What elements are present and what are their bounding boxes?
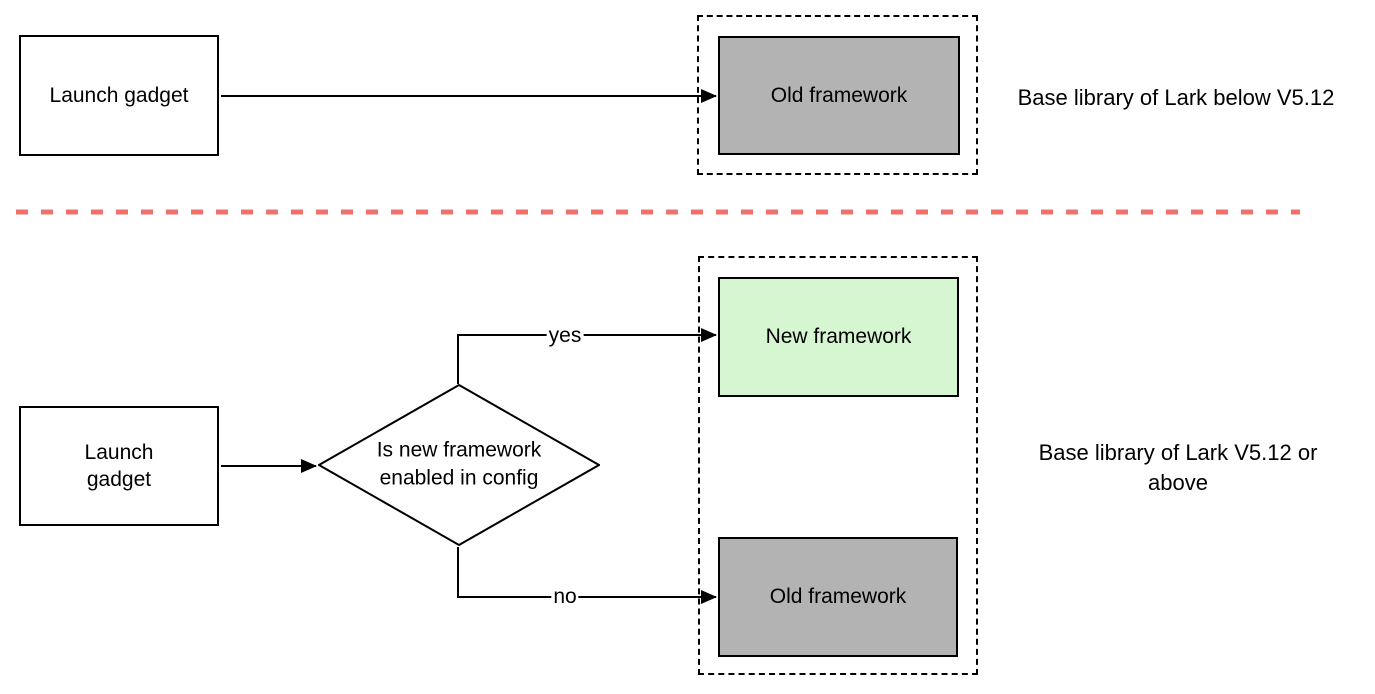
caption-bottom: Base library of Lark V5.12 or above <box>1038 440 1318 495</box>
old-framework-node-top: Old framework <box>718 36 960 155</box>
launch-gadget-node-bottom: Launch gadget <box>19 406 219 526</box>
diamond-shape <box>318 384 600 546</box>
launch-gadget-node-top: Launch gadget <box>19 35 219 156</box>
yes-edge-label: yes <box>546 324 584 348</box>
new-framework-node: New framework <box>718 277 959 397</box>
new-framework-label: New framework <box>765 325 912 349</box>
no-edge-label: no <box>551 585 579 609</box>
decision-diamond: Is new framework enabled in config <box>318 384 600 546</box>
old-framework-node-bottom: Old framework <box>718 537 958 657</box>
caption-top: Base library of Lark below V5.12 <box>1017 85 1335 110</box>
framework-container-bottom <box>698 256 978 675</box>
old-framework-label-bottom: Old framework <box>769 585 907 609</box>
launch-gadget-label-top: Launch gadget <box>49 83 189 107</box>
launch-gadget-label-bottom: Launch gadget <box>84 440 154 491</box>
old-framework-label-top: Old framework <box>770 83 908 107</box>
decision-label: Is new framework enabled in config <box>376 438 542 490</box>
